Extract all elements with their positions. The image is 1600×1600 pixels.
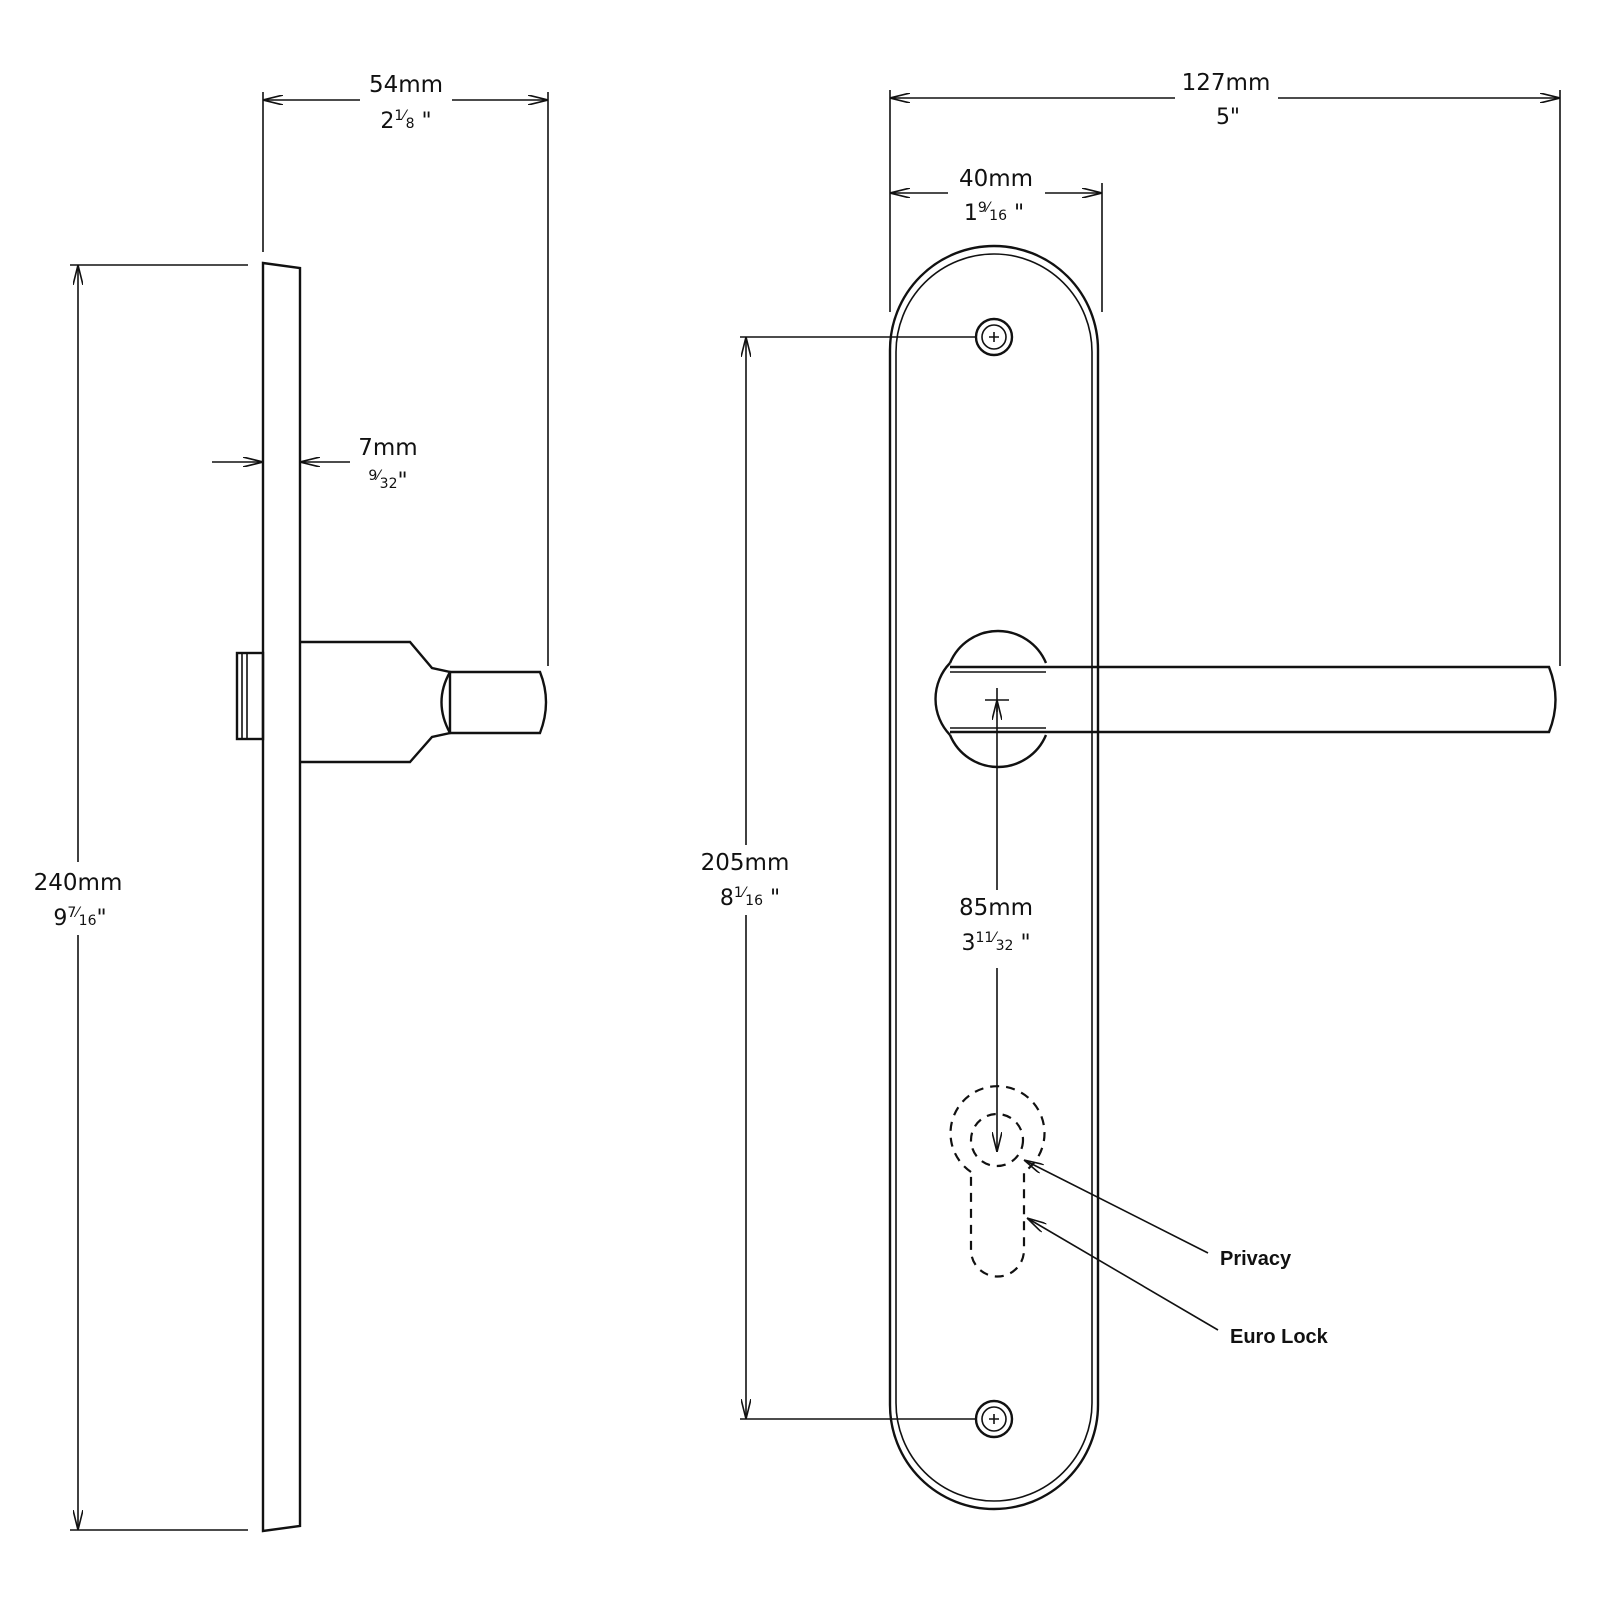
dim-backset-mm: 85mm xyxy=(959,895,1033,921)
side-lever xyxy=(440,670,548,735)
callout-euro-lock: Euro Lock xyxy=(1027,1218,1329,1348)
dim-projection-mm: 127mm xyxy=(1182,70,1271,96)
dim-height-in: 97⁄16" xyxy=(53,905,106,931)
screw-bottom-icon xyxy=(974,1399,1014,1439)
dim-side-width-mm: 54mm xyxy=(369,72,443,98)
side-rose xyxy=(300,640,452,764)
side-cylinder xyxy=(235,651,265,741)
dim-side-width-in: 21⁄8 " xyxy=(380,108,431,134)
dimension-overall-height: 240mm 97⁄16" xyxy=(34,264,248,1531)
dimension-plate-width: 40mm 19⁄16 " xyxy=(890,166,1103,312)
dim-thickness-in: 9⁄32" xyxy=(368,468,407,494)
dimension-screw-centers: 205mm 81⁄16 " xyxy=(701,336,976,1420)
callout-euro-lock-label: Euro Lock xyxy=(1230,1326,1329,1348)
callout-privacy-label: Privacy xyxy=(1220,1248,1292,1270)
front-lever xyxy=(950,665,1557,734)
dim-height-mm: 240mm xyxy=(34,870,123,896)
dim-projection-in: 5" xyxy=(1216,105,1240,130)
dimension-overall-projection: 127mm 5" xyxy=(889,70,1561,666)
side-backplate xyxy=(261,261,302,1533)
dimension-side-width: 54mm 21⁄8 " xyxy=(262,72,549,666)
screw-top-icon xyxy=(974,317,1014,357)
side-view: 54mm 21⁄8 " 7mm 9⁄32" 240mm 97⁄16" xyxy=(34,72,549,1533)
front-backplate-outer xyxy=(888,244,1100,1511)
dim-screw-centers-mm: 205mm xyxy=(701,850,790,876)
dim-screw-centers-in: 81⁄16 " xyxy=(720,885,780,911)
dim-thickness-mm: 7mm xyxy=(358,435,417,461)
front-backplate-inner xyxy=(895,253,1093,1502)
dim-backset-in: 311⁄32 " xyxy=(961,930,1030,956)
dim-plate-width-mm: 40mm xyxy=(959,166,1033,192)
euro-lock-cutout xyxy=(949,1085,1046,1278)
front-view: 127mm 5" 40mm 19⁄16 " 205mm 81⁄16 " 85mm… xyxy=(701,70,1561,1511)
callout-privacy: Privacy xyxy=(1024,1160,1292,1270)
dimension-backset: 85mm 311⁄32 " xyxy=(959,700,1033,1152)
dimension-plate-thickness: 7mm 9⁄32" xyxy=(212,435,418,494)
front-rose xyxy=(934,629,1048,769)
dim-plate-width-in: 19⁄16 " xyxy=(964,200,1024,226)
